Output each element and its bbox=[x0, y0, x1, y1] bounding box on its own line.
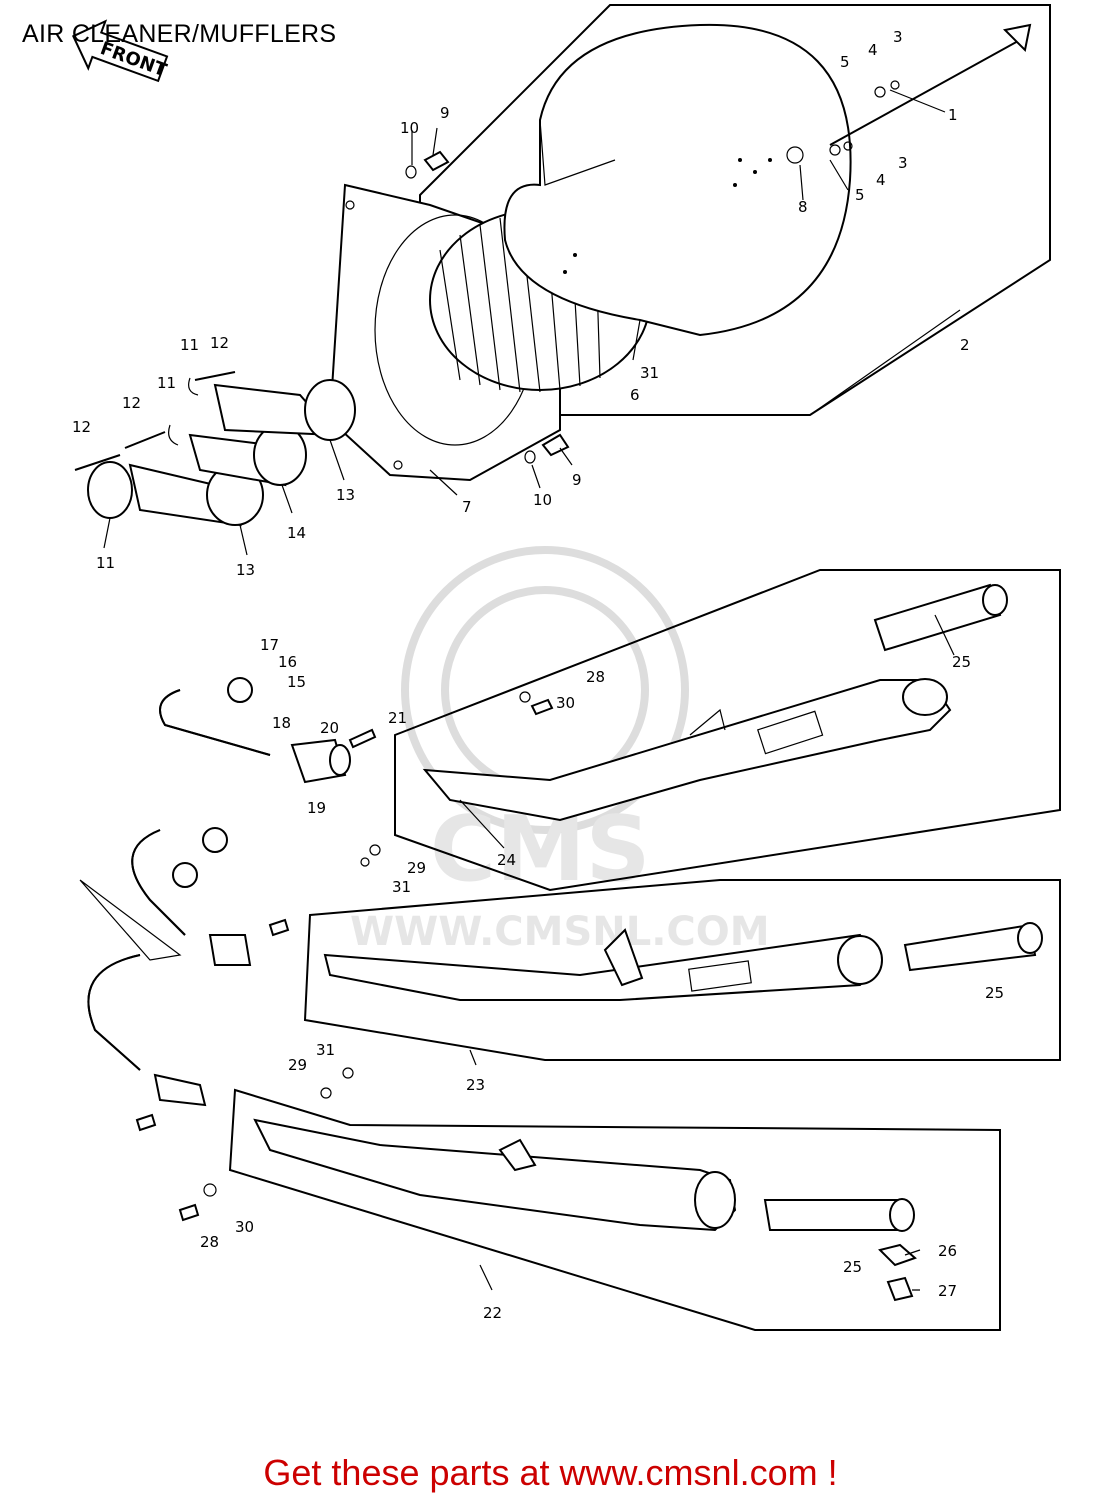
callout-10: 10 bbox=[533, 491, 552, 509]
callout-25: 25 bbox=[985, 984, 1004, 1002]
air-cleaner-cover bbox=[503, 23, 852, 337]
callout-29: 29 bbox=[288, 1056, 307, 1074]
callout-6: 6 bbox=[630, 386, 640, 404]
callout-leaders bbox=[103, 89, 961, 1291]
callout-8: 8 bbox=[798, 198, 808, 216]
muffler-24-outline bbox=[394, 569, 1061, 892]
baffle-tube-upper bbox=[873, 583, 1008, 652]
callout-18: 18 bbox=[272, 714, 291, 732]
callout-4: 4 bbox=[868, 41, 878, 59]
callout-2: 2 bbox=[960, 336, 970, 354]
muffler-24 bbox=[422, 678, 952, 822]
callout-9: 9 bbox=[440, 104, 450, 122]
callout-19: 19 bbox=[307, 799, 326, 817]
callout-13: 13 bbox=[236, 561, 255, 579]
callout-31: 31 bbox=[316, 1041, 335, 1059]
muffler-23 bbox=[323, 928, 883, 1001]
cleaner-mounting-rod bbox=[829, 23, 1032, 156]
callout-17: 17 bbox=[260, 636, 279, 654]
callout-7: 7 bbox=[462, 498, 472, 516]
baffle-tube-middle bbox=[903, 922, 1043, 972]
callout-12: 12 bbox=[122, 394, 141, 412]
callout-31: 31 bbox=[640, 364, 659, 382]
callout-30: 30 bbox=[556, 694, 575, 712]
callout-5: 5 bbox=[855, 186, 865, 204]
callout-labels: 1 2 3 3 4 4 5 5 6 7 8 9 9 10 10 11 11 11… bbox=[72, 28, 1004, 1322]
muffler-mounting-hardware bbox=[135, 691, 554, 1222]
callout-26: 26 bbox=[938, 1242, 957, 1260]
callout-3: 3 bbox=[898, 154, 908, 172]
callout-25: 25 bbox=[843, 1258, 862, 1276]
callout-12: 12 bbox=[210, 334, 229, 352]
muffler-22-outline bbox=[228, 1088, 1001, 1331]
callout-9: 9 bbox=[572, 471, 582, 489]
cms-watermark: CMS WWW.CMSNL.COM bbox=[350, 546, 770, 955]
callout-4: 4 bbox=[876, 171, 886, 189]
cta-link-text[interactable]: Get these parts at www.cmsnl.com ! bbox=[263, 1452, 838, 1493]
callout-11: 11 bbox=[157, 374, 176, 392]
watermark-url: WWW.CMSNL.COM bbox=[350, 909, 770, 955]
callout-24: 24 bbox=[497, 851, 516, 869]
muffler-23-outline bbox=[303, 879, 1061, 1061]
callout-29: 29 bbox=[407, 859, 426, 877]
callout-28: 28 bbox=[586, 668, 605, 686]
callout-20: 20 bbox=[320, 719, 339, 737]
diagram-title: AIR CLEANER/MUFFLERS bbox=[22, 20, 337, 48]
callout-25: 25 bbox=[952, 653, 971, 671]
callout-11: 11 bbox=[180, 336, 199, 354]
callout-5: 5 bbox=[840, 53, 850, 71]
callout-15: 15 bbox=[287, 673, 306, 691]
callout-12: 12 bbox=[72, 418, 91, 436]
callout-3: 3 bbox=[893, 28, 903, 46]
callout-1: 1 bbox=[948, 106, 958, 124]
housing-bolts bbox=[405, 150, 570, 464]
intake-ducts bbox=[74, 371, 356, 527]
callout-22: 22 bbox=[483, 1304, 502, 1322]
callout-10: 10 bbox=[400, 119, 419, 137]
callout-16: 16 bbox=[278, 653, 297, 671]
callout-30: 30 bbox=[235, 1218, 254, 1236]
callout-14: 14 bbox=[287, 524, 306, 542]
callout-28: 28 bbox=[200, 1233, 219, 1251]
callout-31: 31 bbox=[392, 878, 411, 896]
callout-23: 23 bbox=[466, 1076, 485, 1094]
balance-pipe-assembly bbox=[159, 677, 377, 784]
callout-11: 11 bbox=[96, 554, 115, 572]
callout-13: 13 bbox=[336, 486, 355, 504]
baffle-tube-lower bbox=[763, 1198, 917, 1302]
callout-27: 27 bbox=[938, 1282, 957, 1300]
callout-21: 21 bbox=[388, 709, 407, 727]
balance-pipe-assembly-lower bbox=[79, 827, 252, 1107]
muffler-22 bbox=[253, 1118, 737, 1232]
